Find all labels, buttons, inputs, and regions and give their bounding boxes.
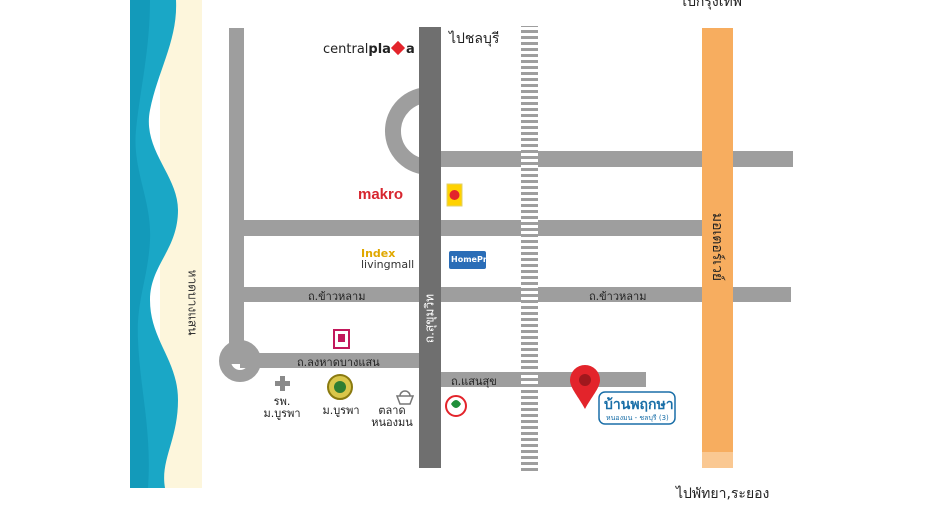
motorway-label: มอเตอร์เวย์ (709, 212, 725, 282)
sea (130, 0, 178, 488)
index-livingmall-logo: Index livingmall (361, 248, 414, 270)
motorway-road (702, 28, 733, 468)
direction-chonburi: ไปชลบุรี (449, 31, 500, 47)
project-logo-box (598, 391, 676, 425)
homepro-text: HomePro (451, 255, 493, 264)
direction-bangkok: ไปกรุงเทพ (680, 0, 743, 10)
roundabout-bottom (219, 340, 261, 382)
sea-wave (130, 0, 151, 488)
basket-icon (395, 390, 415, 405)
railway-ties (521, 26, 538, 472)
location-pin-icon (570, 365, 600, 409)
project-subtitle: หนองมน - ชลบุรี (3) (606, 414, 669, 422)
market-line1: ตลาด (378, 404, 406, 417)
makro-logo: makro (358, 186, 404, 203)
hospital-label: รพ. ม.บูรพา (262, 396, 302, 420)
central-plaza-z-icon (390, 40, 406, 56)
livingmall-text: livingmall (361, 258, 415, 271)
roundabout-top (385, 87, 430, 175)
sukhumvit-label: ถ.สุขุมวิท (422, 293, 437, 344)
index-text: Index (361, 247, 396, 260)
saen-suk-road-label: ถ.แสนสุข (451, 375, 497, 388)
central-plaza-text-c: a (405, 42, 415, 57)
hospital-line2: ม.บูรพา (263, 407, 301, 420)
khao-lam-road-label-left: ถ.ข้าวหลาม (308, 290, 366, 303)
market-label: ตลาด หนองมน (368, 405, 416, 429)
market-line2: หนองมน (371, 416, 413, 429)
central-plaza-text-b: pla (368, 42, 391, 57)
beach-label: หาดบางแสน (185, 269, 200, 336)
motorway-fade (702, 452, 733, 468)
hospital-icon (275, 376, 290, 391)
khao-lam-road-label-right: ถ.ข้าวหลาม (589, 290, 647, 303)
project-name: บ้านพฤกษา (604, 397, 674, 413)
university-label: ม.บูรพา (322, 404, 360, 417)
direction-pattaya-rayong: ไปพัทยา,ระยอง (676, 486, 770, 502)
homepro-logo (449, 251, 486, 269)
central-plaza-text-a: central (323, 42, 369, 57)
long-had-road-label: ถ.ลงหาดบางแสน (297, 356, 380, 369)
sukhumvit-road (419, 27, 441, 468)
hospital-line1: รพ. (273, 395, 291, 408)
